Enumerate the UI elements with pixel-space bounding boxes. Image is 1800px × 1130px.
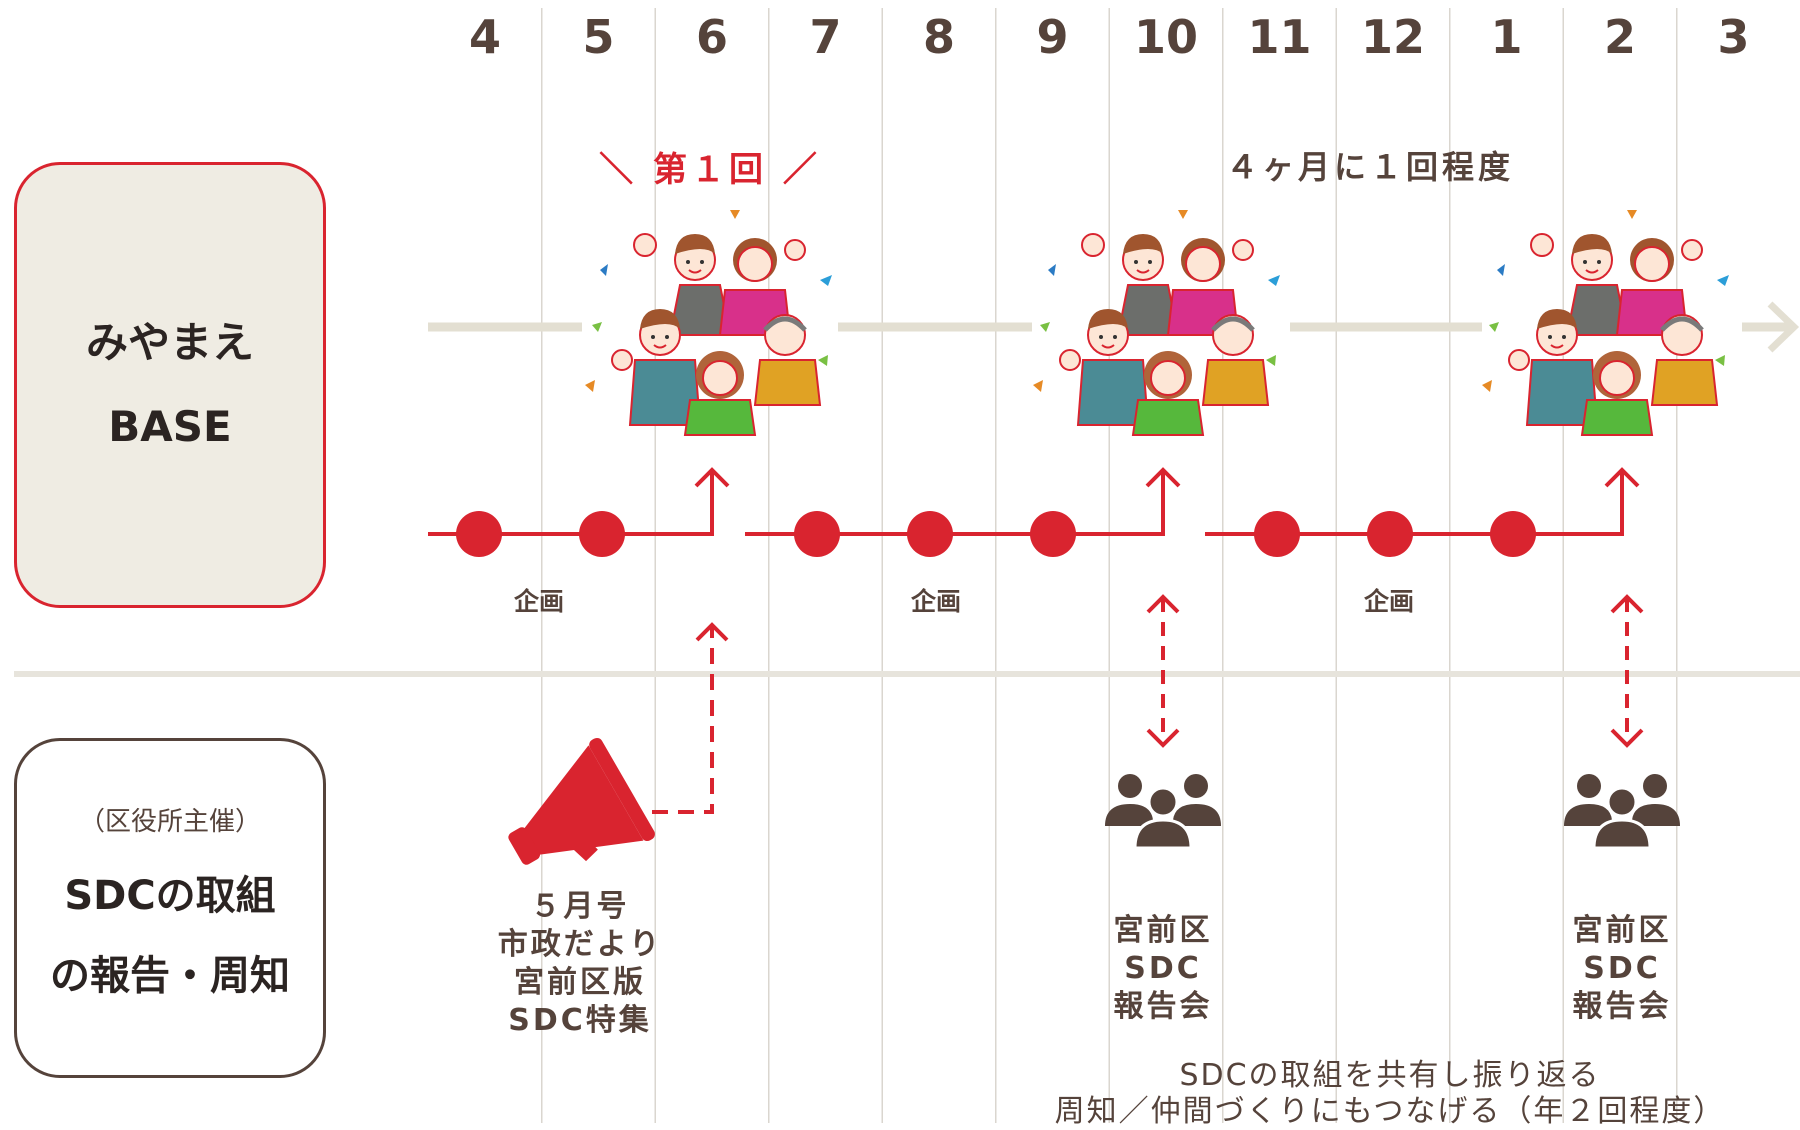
month-label: 3 bbox=[1717, 10, 1750, 64]
month-label: 10 bbox=[1133, 10, 1198, 64]
report-meeting-caption: 宮前区 SDC 報告会 bbox=[1113, 913, 1213, 1024]
group-meeting-icon bbox=[1103, 772, 1223, 850]
frequency-label: ４ヶ月に１回程度 bbox=[1225, 148, 1514, 186]
base-timeline bbox=[428, 301, 1800, 353]
planning-timeline bbox=[428, 467, 1640, 536]
month-label: 9 bbox=[1036, 10, 1069, 64]
month-label: 4 bbox=[468, 10, 501, 64]
box-subtitle: （区役所主催） bbox=[78, 806, 261, 837]
newsletter-caption: ５月号 市政だより 宮前区版 SDC特集 bbox=[497, 889, 663, 1038]
month-gridlines bbox=[541, 8, 1678, 1123]
people-cheering-icon bbox=[585, 210, 832, 435]
planning-label: 企画 bbox=[910, 587, 961, 616]
footnote-line-1: SDCの取組を共有し振り返る bbox=[1179, 1058, 1601, 1093]
month-label: 2 bbox=[1603, 10, 1636, 64]
people-cheering-icon bbox=[1033, 210, 1280, 435]
month-label: 11 bbox=[1247, 10, 1312, 64]
month-label: 1 bbox=[1490, 10, 1523, 64]
box-title: みやまえ bbox=[85, 318, 254, 367]
miyamae-base-box: みやまえ BASE bbox=[14, 162, 326, 608]
people-cheering-icon bbox=[1482, 210, 1729, 435]
report-connector bbox=[1146, 594, 1644, 748]
first-session-label: ＼ 第１回 ／ bbox=[599, 150, 821, 190]
box-title: BASE bbox=[108, 402, 232, 451]
box-title: の報告・周知 bbox=[50, 952, 290, 999]
month-label: 12 bbox=[1360, 10, 1425, 64]
megaphone-icon bbox=[508, 737, 655, 865]
footnote-line-2: 周知／仲間づくりにもつなげる（年２回程度） bbox=[1054, 1094, 1726, 1129]
planning-dots bbox=[456, 511, 1536, 557]
newsletter-connector bbox=[652, 622, 729, 814]
planning-label: 企画 bbox=[1363, 587, 1414, 616]
sdc-report-box: （区役所主催） SDCの取組 の報告・周知 bbox=[14, 738, 326, 1078]
month-label: 7 bbox=[809, 10, 842, 64]
planning-label: 企画 bbox=[513, 587, 564, 616]
report-meeting-caption: 宮前区 SDC 報告会 bbox=[1572, 913, 1672, 1024]
box-title: SDCの取組 bbox=[64, 872, 276, 919]
month-label: 6 bbox=[695, 10, 728, 64]
month-label: 8 bbox=[922, 10, 955, 64]
group-meeting-icon bbox=[1562, 772, 1682, 850]
month-label: 5 bbox=[582, 10, 615, 64]
